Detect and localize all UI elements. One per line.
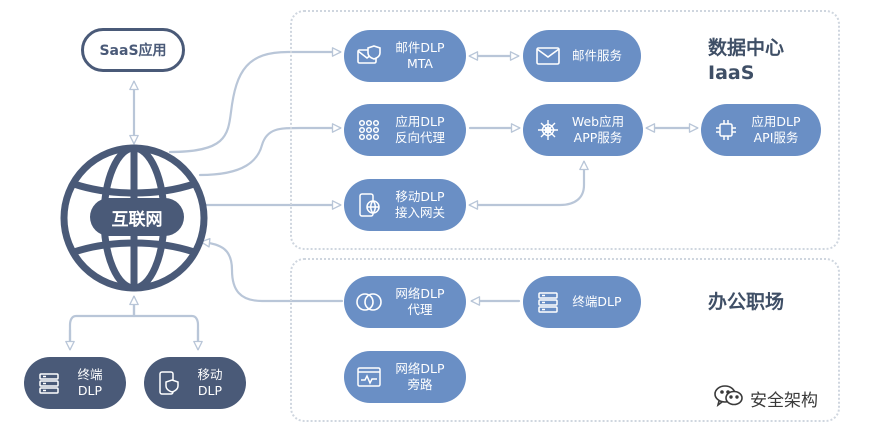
connector-internet-app-dlp bbox=[198, 123, 342, 177]
datacenter-title-line1: 数据中心 bbox=[708, 37, 785, 59]
server-icon bbox=[535, 289, 561, 315]
office-title: 办公职场 bbox=[708, 291, 785, 313]
mobile-globe-icon bbox=[356, 192, 382, 218]
mail-dlp-label: 邮件DLP bbox=[395, 40, 445, 55]
web-app-label: Web应用 bbox=[571, 114, 625, 129]
datacenter-title-line2: IaaS bbox=[708, 62, 755, 84]
rings-icon bbox=[356, 289, 382, 315]
net-dlp-bypass-sublabel: 旁路 bbox=[407, 377, 433, 392]
app-dlp-sublabel: 反向代理 bbox=[394, 130, 445, 145]
phone-shield-icon bbox=[156, 370, 182, 396]
endpoint-dlp-office-label: 终端DLP bbox=[572, 294, 622, 309]
endpoint-dlp-remote-label: 终端 bbox=[77, 367, 103, 382]
net-dlp-proxy-label: 网络DLP bbox=[395, 286, 445, 301]
watermark-text: 安全架构 bbox=[750, 391, 818, 411]
wechat-icon bbox=[714, 384, 744, 413]
dot-grid-icon bbox=[356, 117, 382, 143]
server-icon bbox=[36, 370, 62, 396]
internet-label[interactable]: 互联网 bbox=[90, 198, 184, 236]
net-dlp-proxy-sublabel: 代理 bbox=[407, 302, 433, 317]
saas-app-node[interactable]: SaaS应用 bbox=[81, 28, 185, 72]
connector-mobile-dlp-web-app bbox=[468, 160, 589, 210]
datacenter-zone bbox=[290, 10, 840, 250]
endpoint-dlp-office-node[interactable]: 终端DLP bbox=[523, 276, 641, 328]
endpoint-dlp-remote-sublabel: DLP bbox=[77, 383, 103, 398]
web-app-sublabel: APP服务 bbox=[573, 130, 623, 145]
connector-internet-mail-dlp bbox=[168, 47, 342, 154]
app-dlp-api-sublabel: API服务 bbox=[753, 130, 799, 145]
mobile-dlp-sublabel: 接入网关 bbox=[394, 205, 445, 220]
app-dlp-label: 应用DLP bbox=[395, 114, 445, 129]
mobile-dlp-remote-label: 移动 bbox=[197, 367, 223, 382]
mail-service-node[interactable]: 邮件服务 bbox=[523, 30, 641, 82]
net-dlp-bypass-label: 网络DLP bbox=[395, 361, 445, 376]
monitor-icon bbox=[356, 364, 382, 390]
web-icon bbox=[535, 117, 561, 143]
office-zone bbox=[290, 258, 840, 422]
connector-net-dlp-internet bbox=[200, 237, 344, 303]
mobile-dlp-label: 移动DLP bbox=[395, 189, 445, 204]
mobile-dlp-remote-sublabel: DLP bbox=[197, 383, 223, 398]
watermark: 安全架构 bbox=[714, 384, 818, 413]
envelope-icon bbox=[535, 43, 561, 69]
mail-shield-icon bbox=[356, 43, 382, 69]
app-dlp-api-label: 应用DLP bbox=[751, 114, 801, 129]
mail-dlp-sublabel: MTA bbox=[406, 56, 433, 71]
chip-icon bbox=[713, 117, 739, 143]
mail-service-label: 邮件服务 bbox=[571, 48, 622, 63]
datacenter-title: 数据中心 IaaS bbox=[708, 36, 784, 86]
